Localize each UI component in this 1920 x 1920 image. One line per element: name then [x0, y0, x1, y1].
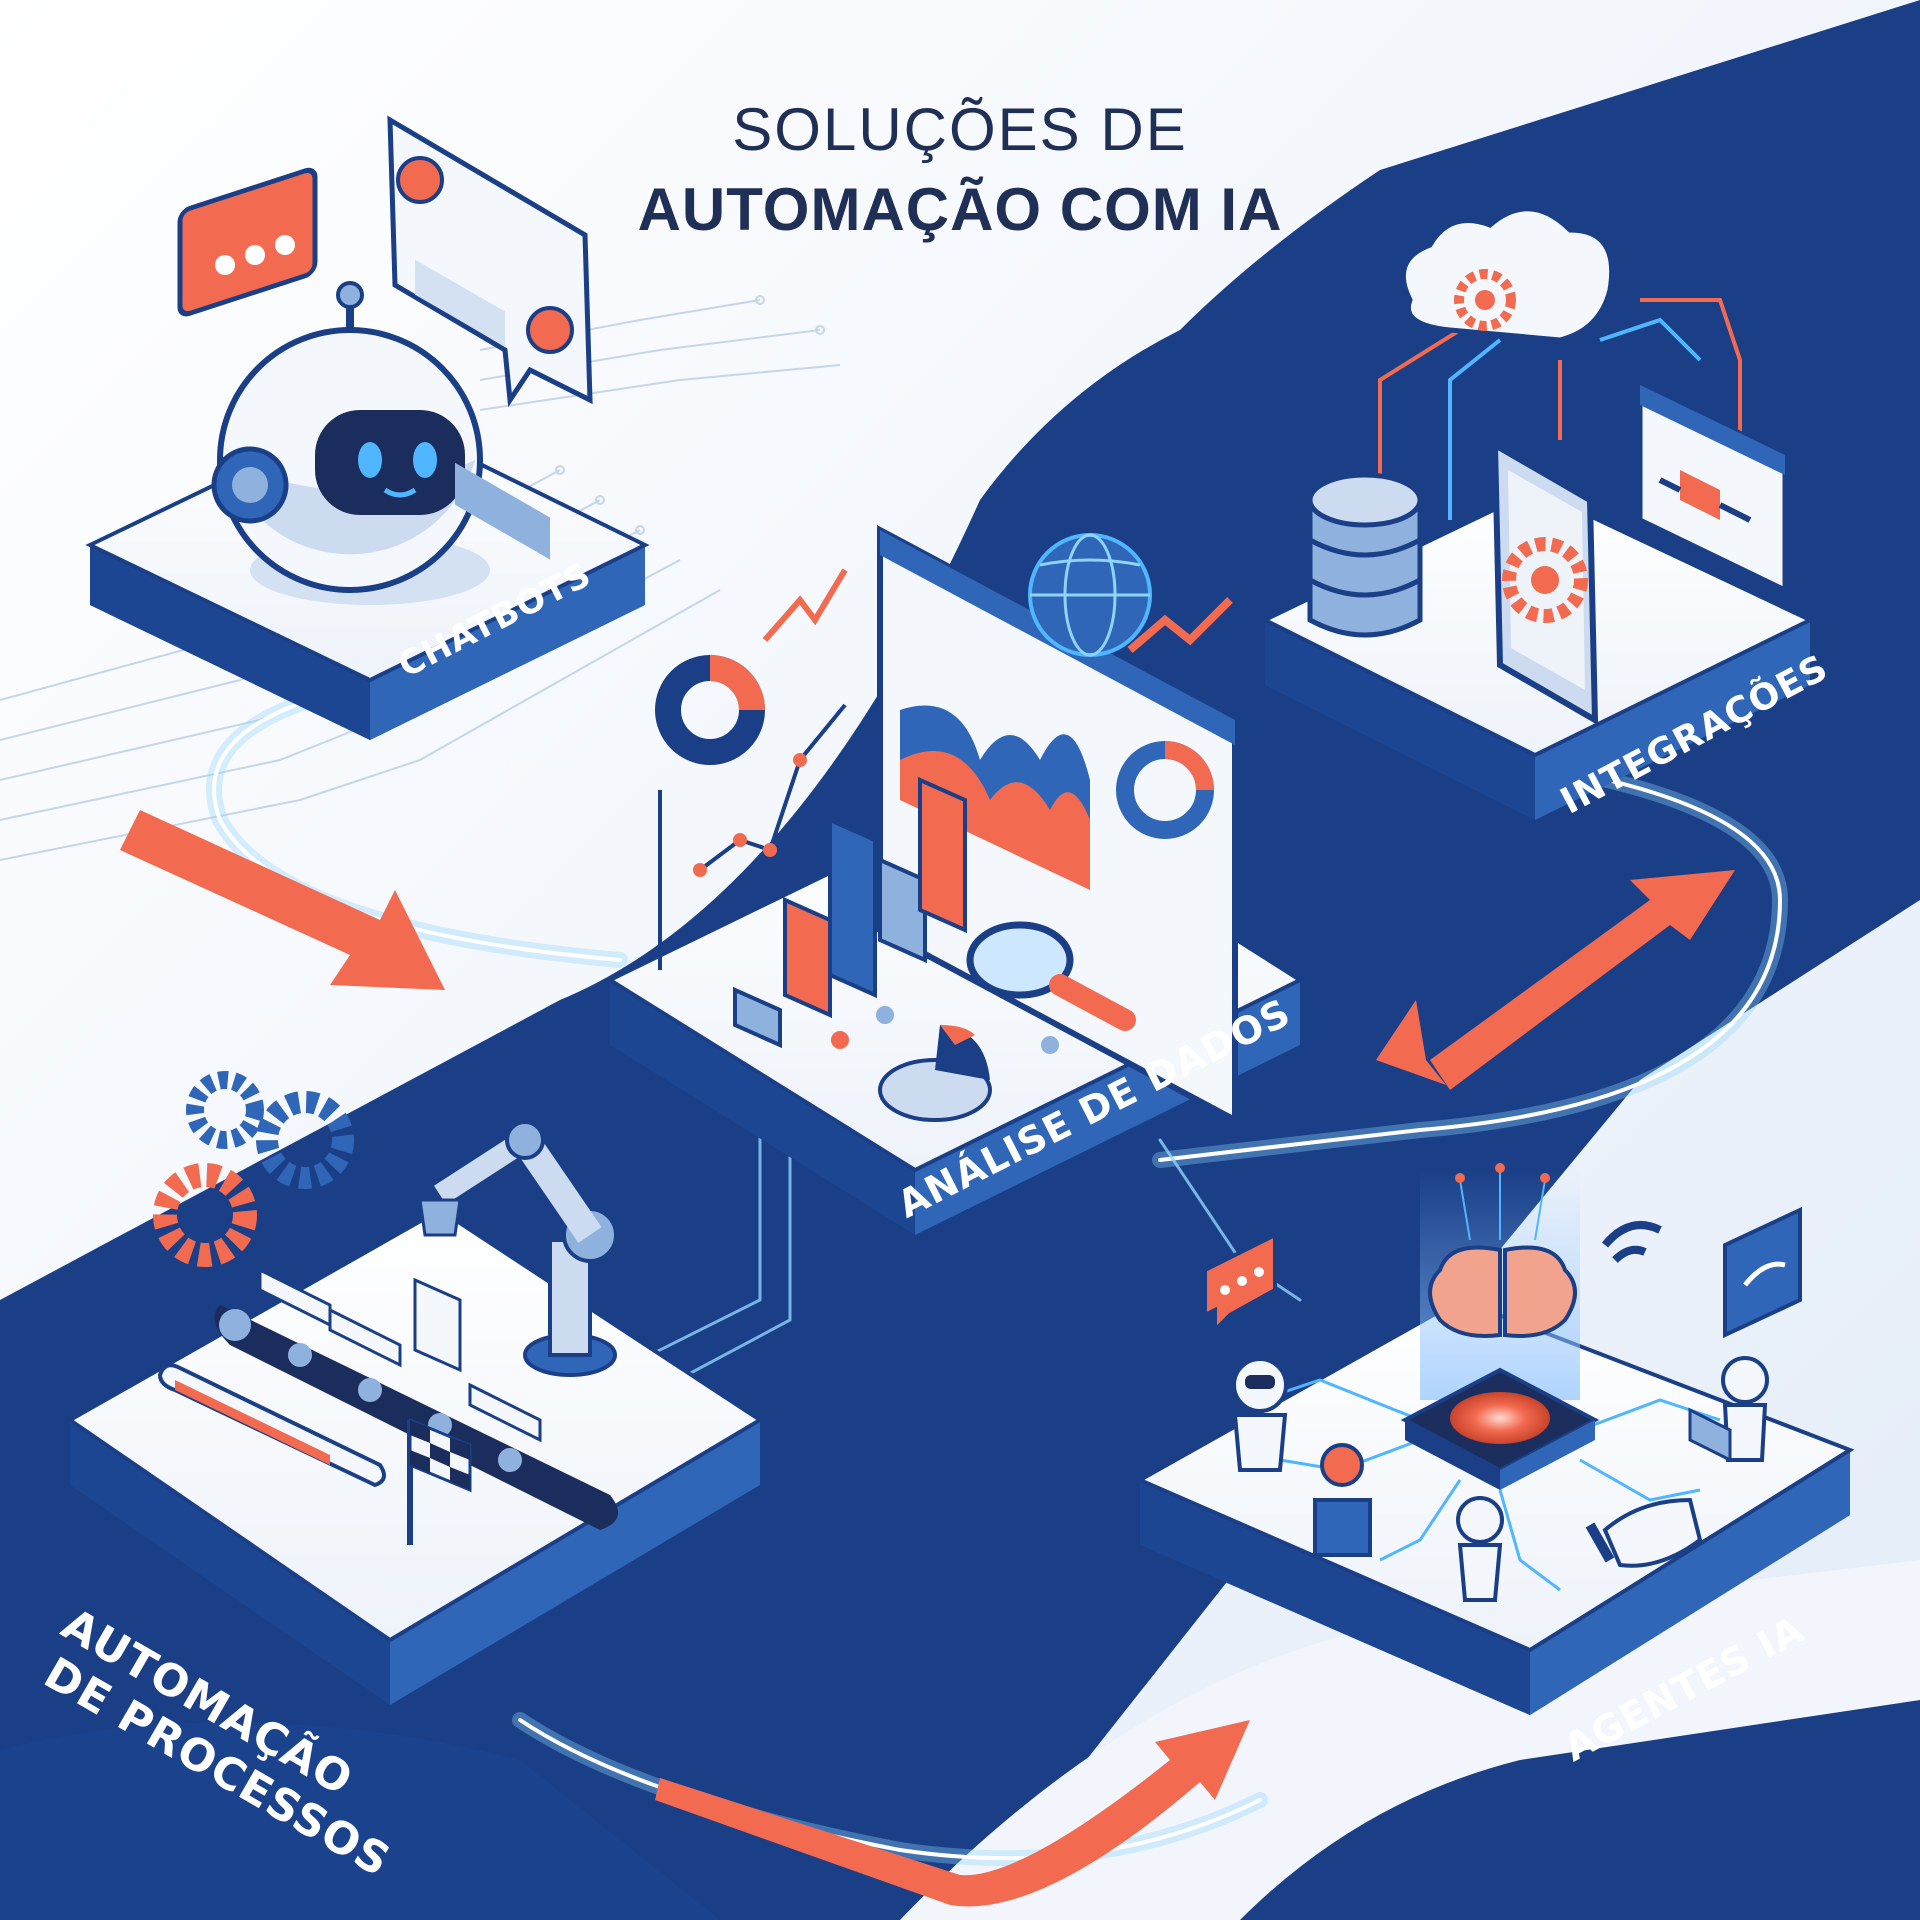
- magnifier-icon: [966, 921, 1136, 1031]
- browser-plug-icon: [1637, 381, 1788, 594]
- database-icon: [1307, 472, 1423, 638]
- conveyor-belt-icon: [214, 1267, 618, 1530]
- donut-chart-icon: [655, 655, 765, 765]
- chat-bubble-icon: [177, 167, 318, 317]
- bar-chart-icon: [733, 776, 967, 1049]
- gear-cluster-icon: [153, 1071, 354, 1267]
- integration-wires: [1378, 298, 1742, 560]
- pie-chart-icon: [831, 1006, 1059, 1122]
- chip-icon: [1400, 1367, 1600, 1490]
- finish-flag-icon: [407, 1417, 472, 1545]
- lightbulb-icon: [1313, 1443, 1372, 1557]
- title-line2: AUTOMAÇÃO COM IA: [637, 176, 1283, 243]
- progress-bar-icon: [157, 1363, 386, 1488]
- smartphone-gear-icon: [1491, 439, 1599, 726]
- line-chart-icon: [658, 568, 848, 970]
- chat-bubble-icon-agentes: [1203, 1231, 1277, 1335]
- handshake-icon: [1585, 1497, 1703, 1568]
- robot-arm-icon: [413, 1120, 618, 1377]
- cloud-gear-icon: [1400, 206, 1615, 343]
- chat-window-icon: [387, 115, 593, 560]
- brain-icon: [1428, 1163, 1577, 1338]
- robot-chatbot-icon: [211, 281, 490, 605]
- navy-corner: [1240, 1700, 1920, 1920]
- wifi-icon: [1601, 1206, 1802, 1339]
- title-line1: SOLUÇÕES DE: [732, 96, 1188, 163]
- globe-icon: [1028, 533, 1233, 657]
- flow-arrows: [120, 810, 1735, 1907]
- robot-agent-icon: [1232, 1356, 1769, 1602]
- conduits: [206, 692, 1789, 1867]
- band-shade: [0, 1722, 720, 1920]
